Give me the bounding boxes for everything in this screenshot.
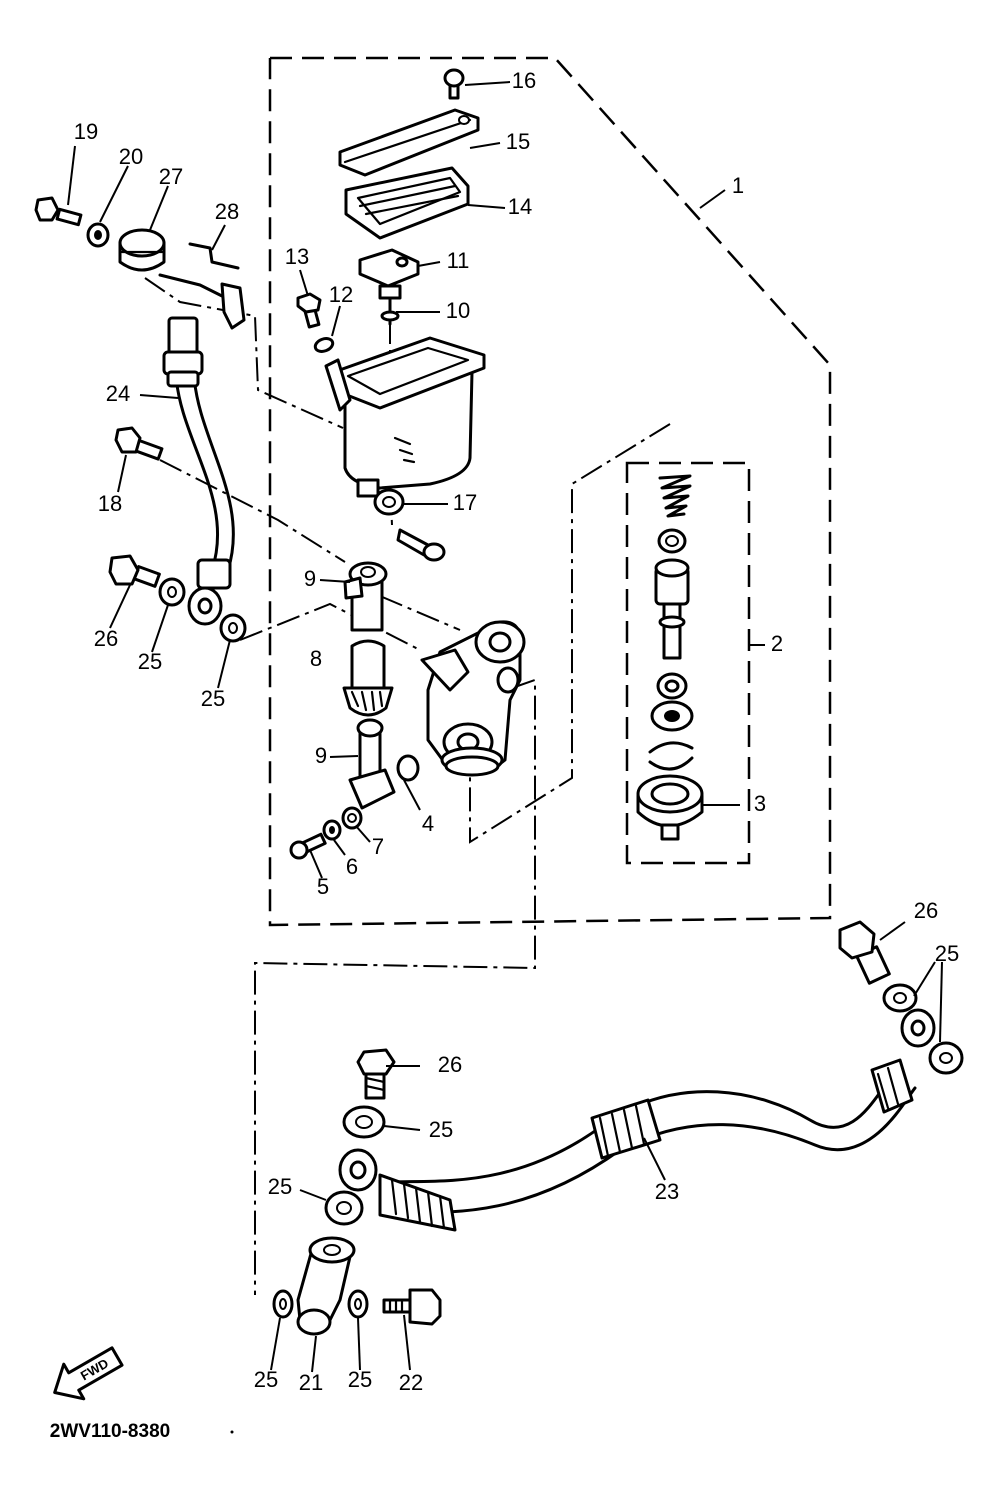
bolt-22 — [382, 1288, 442, 1326]
copper-washer-25-middle-a — [342, 1105, 386, 1139]
forward-direction-arrow: FWD — [53, 1346, 124, 1401]
assembly-boundary-2 — [625, 461, 751, 865]
spring — [658, 474, 692, 518]
callout-2: 2 — [771, 631, 783, 656]
callout-25-middle-a: 25 — [429, 1117, 453, 1142]
callout-19: 19 — [74, 119, 98, 144]
callout-25-bottom-a: 25 — [254, 1367, 278, 1392]
callout-16: 16 — [512, 68, 536, 93]
bracket-28 — [158, 242, 246, 330]
master-cylinder-body — [420, 620, 526, 777]
hose-clamp-17 — [373, 488, 446, 562]
callout-22: 22 — [399, 1370, 423, 1395]
callout-25-right: 25 — [935, 941, 959, 966]
grommet-27 — [118, 228, 166, 272]
callout-11: 11 — [447, 248, 470, 273]
callout-17: 17 — [453, 490, 477, 515]
callout-13: 13 — [285, 244, 309, 269]
callout-25-bottom-b: 25 — [348, 1367, 372, 1392]
assembly-guide-lines — [144, 277, 671, 1295]
copper-washer-25-bottom-b — [347, 1289, 369, 1319]
copper-washer-25-right-b — [928, 1041, 964, 1075]
callout-3: 3 — [754, 791, 766, 816]
copper-washer-25-bottom-a — [272, 1289, 294, 1319]
o-ring-12 — [313, 337, 335, 353]
callout-28: 28 — [215, 199, 239, 224]
callout-labels: 1 2 3 4 5 6 7 8 9 9 10 11 12 13 14 15 16… — [74, 68, 959, 1395]
nut-20 — [86, 222, 110, 248]
callout-26-right: 26 — [914, 898, 938, 923]
callout-18: 18 — [98, 491, 122, 516]
float-11 — [358, 248, 420, 300]
callout-27: 27 — [159, 164, 183, 189]
assembly-boundary-1 — [268, 56, 832, 927]
hose-joint-9-upper — [343, 561, 388, 632]
union-bolt-26-right — [838, 920, 891, 985]
callout-15: 15 — [506, 129, 530, 154]
diagram-code: 2WV110-8380 — [50, 1421, 170, 1442]
union-bolt-26-left — [108, 554, 161, 588]
callout-7: 7 — [372, 834, 384, 859]
stray-dot — [230, 1430, 234, 1434]
washer-7 — [341, 806, 363, 830]
brake-hose-23 — [338, 1008, 936, 1232]
callout-21: 21 — [299, 1370, 323, 1395]
callout-25-middle-b: 25 — [268, 1174, 292, 1199]
screw-13 — [296, 292, 322, 329]
callout-25-left-b: 25 — [201, 686, 225, 711]
screw-16 — [443, 68, 465, 100]
washer-6 — [322, 819, 342, 841]
callout-1: 1 — [732, 173, 744, 198]
callout-26-middle: 26 — [438, 1052, 462, 1077]
callout-10: 10 — [446, 298, 470, 323]
callout-6: 6 — [346, 854, 358, 879]
callout-26-left: 26 — [94, 626, 118, 651]
piston-kit-2 — [636, 474, 704, 841]
copper-washer-25-left-b — [219, 613, 247, 643]
callout-25-left-a: 25 — [138, 649, 162, 674]
copper-washer-25-left-a — [158, 577, 186, 607]
copper-washer-25-right-a — [882, 983, 918, 1013]
diaphragm-plate-14 — [344, 166, 470, 240]
hose-joint-21 — [296, 1236, 356, 1336]
screw-5 — [289, 832, 327, 860]
callout-14: 14 — [508, 194, 532, 219]
copper-washer-25-middle-b — [324, 1190, 364, 1226]
bolt-19 — [34, 196, 83, 227]
callout-23: 23 — [655, 1179, 679, 1204]
leader-lines — [67, 81, 943, 1373]
brake-hose-24 — [162, 316, 235, 626]
callout-9-upper: 9 — [304, 566, 316, 591]
union-bolt-26-middle — [356, 1048, 396, 1100]
rod-10 — [380, 296, 400, 326]
callout-24: 24 — [106, 381, 130, 406]
reservoir-cap-15 — [338, 108, 480, 177]
bolt-18 — [114, 426, 164, 461]
callout-4: 4 — [422, 811, 434, 836]
callout-5: 5 — [317, 874, 329, 899]
callout-9-lower: 9 — [315, 743, 327, 768]
boot-8 — [342, 639, 394, 717]
callout-20: 20 — [119, 144, 143, 169]
callout-8: 8 — [310, 646, 322, 671]
reservoir-tank — [324, 336, 486, 498]
callout-12: 12 — [329, 282, 353, 307]
hose-joint-9-lower — [348, 718, 420, 810]
